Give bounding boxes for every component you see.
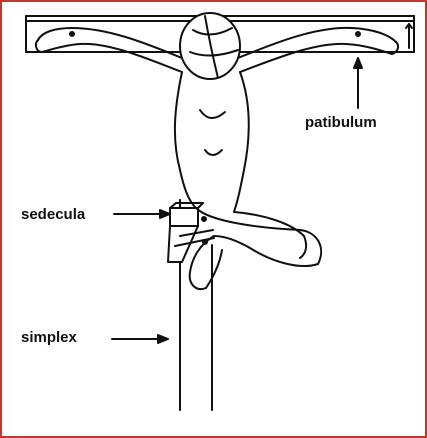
sedecula-label: sedecula	[21, 206, 85, 223]
sedecula-seat	[168, 203, 214, 262]
patibulum-label: patibulum	[305, 114, 377, 131]
figure-legs	[190, 208, 321, 289]
figure-left-arm	[36, 28, 182, 72]
figure-torso	[175, 72, 249, 212]
sedecula-arrow	[114, 210, 170, 218]
figure-right-arm	[238, 28, 398, 72]
patibulum-arrow	[354, 58, 362, 108]
simplex-arrow	[112, 335, 168, 343]
figure-head	[180, 13, 240, 79]
simplex-label: simplex	[21, 329, 77, 346]
